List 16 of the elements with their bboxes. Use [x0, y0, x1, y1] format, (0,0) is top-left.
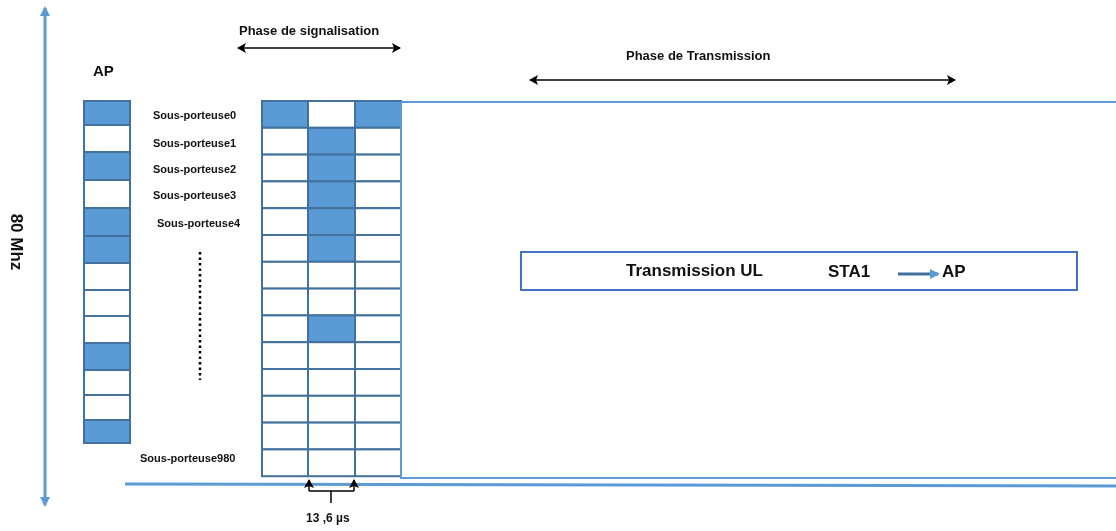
subcarrier-label: Sous-porteuse1	[153, 137, 237, 149]
arrow	[898, 269, 940, 279]
station-label: STA1	[828, 261, 898, 283]
subcarrier-label: Sous-porteuse2	[153, 163, 237, 175]
phase-label: Phase de signalisation	[239, 23, 380, 38]
subcarrier-label: Sous-porteuse980	[140, 452, 236, 464]
subcarrier-label: Sous-porteuse0	[153, 109, 237, 121]
column-label: AP	[93, 62, 114, 79]
subcarrier-label: Sous-porteuse3	[153, 189, 237, 201]
process-box	[520, 251, 1078, 291]
subcarrier-label: Sous-porteuse4	[157, 217, 241, 229]
station-label: AP	[942, 261, 976, 283]
duration-label: 13 ,6 µs	[306, 511, 350, 525]
axis-label: 80 Mhz	[6, 213, 27, 271]
phase-label: Phase de Transmission	[626, 48, 771, 63]
box-title: Transmission UL	[626, 261, 763, 281]
